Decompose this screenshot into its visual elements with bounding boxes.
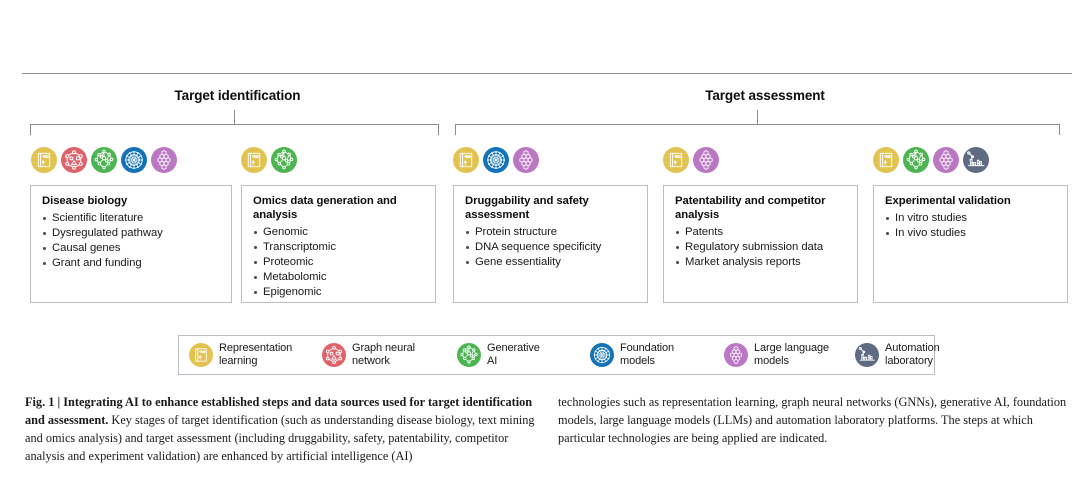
- bracket-bar: [455, 124, 1060, 125]
- phase-title-target-identification: Target identification: [174, 88, 301, 103]
- automation-laboratory-icon: [855, 343, 879, 367]
- step-card-title: Disease biology: [42, 195, 128, 207]
- step-card-list-item: Dysregulated pathway: [42, 226, 220, 241]
- caption-body-left: Key stages of target identification (suc…: [25, 413, 535, 464]
- foundation-models-icon: [590, 343, 614, 367]
- step-card-list-item: Protein structure: [465, 225, 636, 240]
- legend-item-automation-laboratory: Automation laboratory: [855, 342, 940, 368]
- step-card-title: Patentability and competitor analysis: [675, 195, 826, 221]
- legend-item-generative-ai: Generative AI: [457, 342, 540, 368]
- caption-separator: |: [54, 395, 64, 409]
- step-card-list-item: Genomic: [253, 225, 424, 240]
- figure-caption-left-column: Fig. 1 | Integrating AI to enhance estab…: [25, 393, 550, 465]
- bracket-left-tick: [455, 124, 456, 135]
- graph-neural-network-icon: [61, 147, 87, 173]
- bracket-stem: [234, 110, 235, 124]
- step-card-list-item: Epigenomic: [253, 285, 424, 300]
- step-card-title: Omics data generation and analysis: [253, 195, 397, 221]
- large-language-models-icon: [933, 147, 959, 173]
- caption-figure-number: Fig. 1: [25, 395, 55, 409]
- representation-learning-icon: [189, 343, 213, 367]
- bracket-stem: [757, 110, 758, 124]
- step-card-omics-data[interactable]: Omics data generation and analysis Genom…: [241, 185, 436, 303]
- top-divider-rule: [22, 73, 1072, 74]
- step-card-list-item: Patents: [675, 225, 846, 240]
- step-card-patentability-competitor[interactable]: Patentability and competitor analysis Pa…: [663, 185, 858, 303]
- generative-ai-icon: [91, 147, 117, 173]
- legend-item-label: Large language models: [754, 341, 830, 367]
- large-language-models-icon: [151, 147, 177, 173]
- icon-row-experimental-validation: [873, 147, 989, 173]
- step-card-list-item: Causal genes: [42, 241, 220, 256]
- step-card-list-item: Scientific literature: [42, 211, 220, 226]
- bracket-right-tick: [1059, 124, 1060, 135]
- generative-ai-icon: [271, 147, 297, 173]
- legend-item-large-language-models: Large language models: [724, 342, 829, 368]
- caption-body-right: technologies such as representation lear…: [558, 395, 1067, 446]
- bracket-bar: [30, 124, 439, 125]
- legend-item-label: Representation learning: [219, 341, 293, 367]
- step-card-list-item: Proteomic: [253, 255, 424, 270]
- step-card-list-item: In vitro studies: [885, 211, 1056, 226]
- step-card-list-item: DNA sequence specificity: [465, 240, 636, 255]
- automation-laboratory-icon: [963, 147, 989, 173]
- large-language-models-icon: [513, 147, 539, 173]
- representation-learning-icon: [663, 147, 689, 173]
- figure-caption-right-column: technologies such as representation lear…: [558, 393, 1080, 447]
- legend-item-foundation-models: Foundation models: [590, 342, 674, 368]
- icon-row-druggability-safety: [453, 147, 539, 173]
- graph-neural-network-icon: [322, 343, 346, 367]
- icon-row-patentability-competitor: [663, 147, 719, 173]
- icon-row-disease-biology: [31, 147, 177, 173]
- bracket-right-tick: [438, 124, 439, 135]
- representation-learning-icon: [241, 147, 267, 173]
- bracket-left-tick: [30, 124, 31, 135]
- representation-learning-icon: [453, 147, 479, 173]
- step-card-list-item: In vivo studies: [885, 226, 1056, 241]
- step-card-list-item: Market analysis reports: [675, 255, 846, 270]
- representation-learning-icon: [873, 147, 899, 173]
- step-card-list-item: Regulatory submission data: [675, 240, 846, 255]
- large-language-models-icon: [724, 343, 748, 367]
- step-card-list-item: Gene essentiality: [465, 255, 636, 270]
- foundation-models-icon: [121, 147, 147, 173]
- icon-row-omics-data: [241, 147, 297, 173]
- step-card-list-item: Grant and funding: [42, 256, 220, 271]
- foundation-models-icon: [483, 147, 509, 173]
- large-language-models-icon: [693, 147, 719, 173]
- step-card-title: Druggability and safety assessment: [465, 195, 589, 221]
- legend-item-label: Generative AI: [487, 341, 540, 367]
- phase-title-target-assessment: Target assessment: [705, 88, 825, 103]
- generative-ai-icon: [903, 147, 929, 173]
- step-card-list-item: Transcriptomic: [253, 240, 424, 255]
- legend-item-label: Graph neural network: [352, 341, 416, 367]
- step-card-experimental-validation[interactable]: Experimental validation In vitro studies…: [873, 185, 1068, 303]
- legend-item-representation-learning: Representation learning: [189, 342, 292, 368]
- legend-item-label: Foundation models: [620, 341, 675, 367]
- bracket-target-identification: [30, 110, 439, 135]
- generative-ai-icon: [457, 343, 481, 367]
- representation-learning-icon: [31, 147, 57, 173]
- step-card-druggability-safety[interactable]: Druggability and safety assessment Prote…: [453, 185, 648, 303]
- caption-title: Integrating AI to enhance established st…: [25, 395, 533, 428]
- step-card-list-item: Metabolomic: [253, 270, 424, 285]
- bracket-target-assessment: [455, 110, 1060, 135]
- legend-item-label: Automation laboratory: [885, 341, 940, 367]
- legend-item-graph-neural-network: Graph neural network: [322, 342, 415, 368]
- step-card-title: Experimental validation: [885, 195, 1011, 207]
- technology-legend: Representation learning Graph neural netw…: [178, 335, 940, 375]
